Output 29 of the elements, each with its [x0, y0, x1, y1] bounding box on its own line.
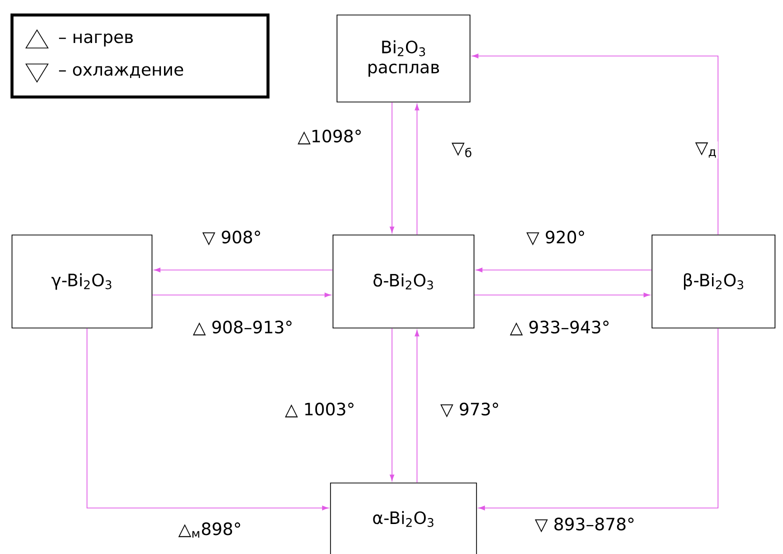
arrow: [390, 328, 394, 482]
edge-label: ▽$_{д}$: [694, 141, 718, 159]
phase-box: Bi$_{2}$O$_{3}$ расплав: [336, 14, 470, 102]
legend-text: – охлаждение: [59, 66, 184, 78]
phase-box: α-Bi$_{2}$O$_{3}$: [330, 482, 477, 554]
phase-box: δ-Bi$_{2}$O$_{3}$: [332, 234, 474, 328]
edge-label: △ 933–943°: [508, 320, 612, 336]
arrow: [414, 330, 420, 483]
edge-label: ▽ 920°: [525, 230, 587, 246]
edge-label: ▽ 973°: [439, 402, 501, 418]
legend-text: – нагрев: [59, 33, 133, 47]
arrow: [152, 292, 332, 298]
arrow: [154, 268, 333, 272]
edge-label: ▽ 893–878°: [534, 516, 636, 534]
edge-label: △ 908–913°: [192, 320, 294, 336]
edge-label: △$_{м}$898°: [177, 521, 243, 539]
arrow: [472, 54, 718, 235]
arrow: [390, 102, 394, 234]
arrow: [86, 328, 329, 510]
phase-box: γ-Bi$_{2}$O$_{3}$: [12, 234, 152, 328]
edge-label: ▽ 908°: [201, 230, 263, 246]
phase-box: β-Bi$_{2}$O$_{3}$: [652, 234, 776, 328]
edge-label: △ 1003°: [284, 402, 356, 418]
edge-label: ▽$_{б}$: [450, 142, 474, 158]
arrow: [414, 104, 420, 235]
arrow: [474, 292, 650, 298]
arrow: [478, 328, 718, 510]
edge-label: △1098°: [296, 128, 364, 146]
arrow: [476, 268, 652, 272]
